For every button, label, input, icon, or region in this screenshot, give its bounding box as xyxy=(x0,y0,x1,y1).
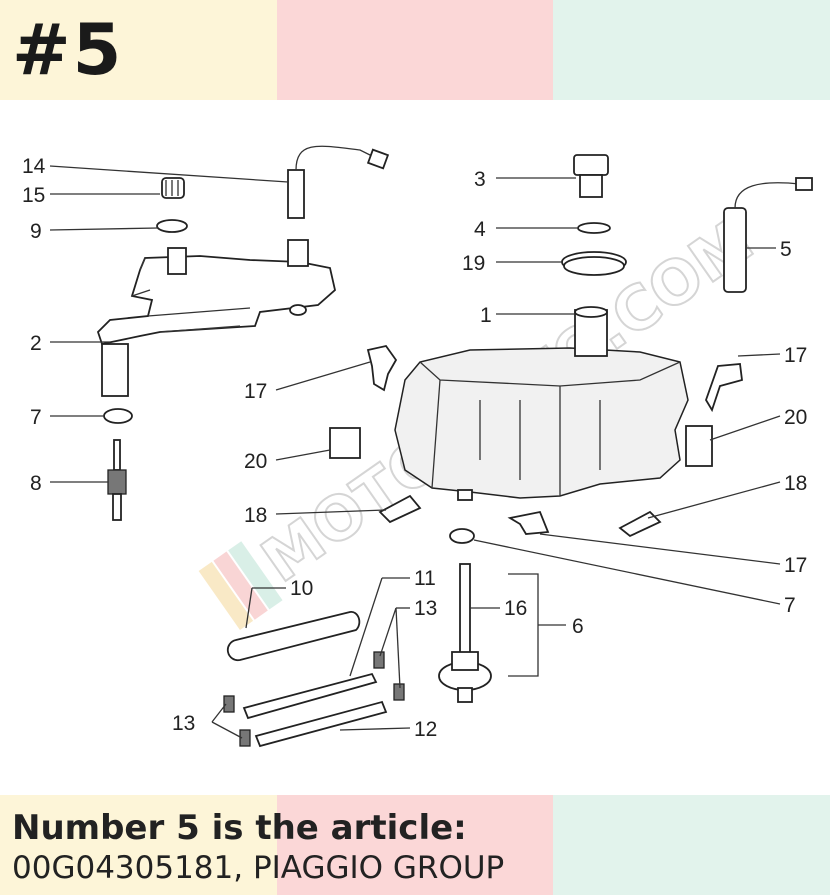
part-20-pad xyxy=(329,427,361,459)
callout-5: 5 xyxy=(780,238,792,261)
part-17-bracket xyxy=(705,363,743,413)
callout-13: 13 xyxy=(172,712,195,735)
part-13-clip xyxy=(393,683,405,701)
part-1-fuel-tank xyxy=(394,306,689,501)
part-9-gasket xyxy=(156,219,188,233)
callout-20: 20 xyxy=(784,406,807,429)
callout-10: 10 xyxy=(290,577,313,600)
article-number: 00G04305181, PIAGGIO GROUP xyxy=(12,850,505,886)
callout-8: 8 xyxy=(30,472,42,495)
callout-2: 2 xyxy=(30,332,42,355)
item-number-badge: #5 xyxy=(12,9,124,91)
part-20-pad xyxy=(685,425,713,467)
callout-19: 19 xyxy=(462,252,485,275)
callout-17: 17 xyxy=(784,554,807,577)
callout-9: 9 xyxy=(30,220,42,243)
callout-18: 18 xyxy=(244,504,267,527)
callout-17: 17 xyxy=(244,380,267,403)
header-band xyxy=(0,0,830,100)
part-13-clip xyxy=(223,695,235,713)
part-6-fuel-tap xyxy=(438,563,492,703)
callout-4: 4 xyxy=(474,218,486,241)
callout-11: 11 xyxy=(414,567,436,590)
part-18-pad xyxy=(618,510,662,538)
part-13-clip xyxy=(373,651,385,669)
part-13-clip xyxy=(239,729,251,747)
part-19-gasket xyxy=(561,251,627,276)
part-2-tank-cover xyxy=(96,239,336,397)
part-4-washer xyxy=(577,222,611,234)
callout-14: 14 xyxy=(22,155,46,178)
part-3-filler-cap xyxy=(573,154,609,198)
part-5-fuel-level-sender xyxy=(723,177,813,293)
part-11-hose xyxy=(242,672,378,720)
callout-1: 1 xyxy=(480,304,492,327)
exploded-parts-diagram: MOTOMOTO.COM xyxy=(22,145,813,748)
part-15-cap xyxy=(161,177,185,199)
part-12-hose xyxy=(254,700,388,748)
footer-band xyxy=(0,795,830,895)
part-18-pad xyxy=(378,494,422,524)
part-10-hose xyxy=(226,610,361,662)
callout-3: 3 xyxy=(474,168,486,191)
callout-6: 6 xyxy=(572,615,584,638)
callout-17: 17 xyxy=(784,344,807,367)
part-17-bracket xyxy=(366,344,398,392)
callout-15: 15 xyxy=(22,184,45,207)
part-8-valve xyxy=(107,439,127,521)
leader-lines xyxy=(49,165,781,739)
callout-18: 18 xyxy=(784,472,807,495)
part-14-level-sender xyxy=(287,145,390,219)
callout-labels: 14 15 9 2 7 8 3 4 19 1 5 17 20 18 17 20 … xyxy=(22,155,807,741)
part-17-bracket xyxy=(507,510,550,535)
caption-heading: Number 5 is the article: xyxy=(12,808,467,848)
callout-20: 20 xyxy=(244,450,267,473)
callout-7: 7 xyxy=(784,594,796,617)
callout-7: 7 xyxy=(30,406,42,429)
article-caption: Number 5 is the article: 00G04305181, PI… xyxy=(12,808,504,888)
part-7-clamp xyxy=(103,408,133,424)
part-7-clamp xyxy=(449,528,475,544)
callout-12: 12 xyxy=(414,718,437,741)
callout-16: 16 xyxy=(504,597,527,620)
callout-13: 13 xyxy=(414,597,437,620)
